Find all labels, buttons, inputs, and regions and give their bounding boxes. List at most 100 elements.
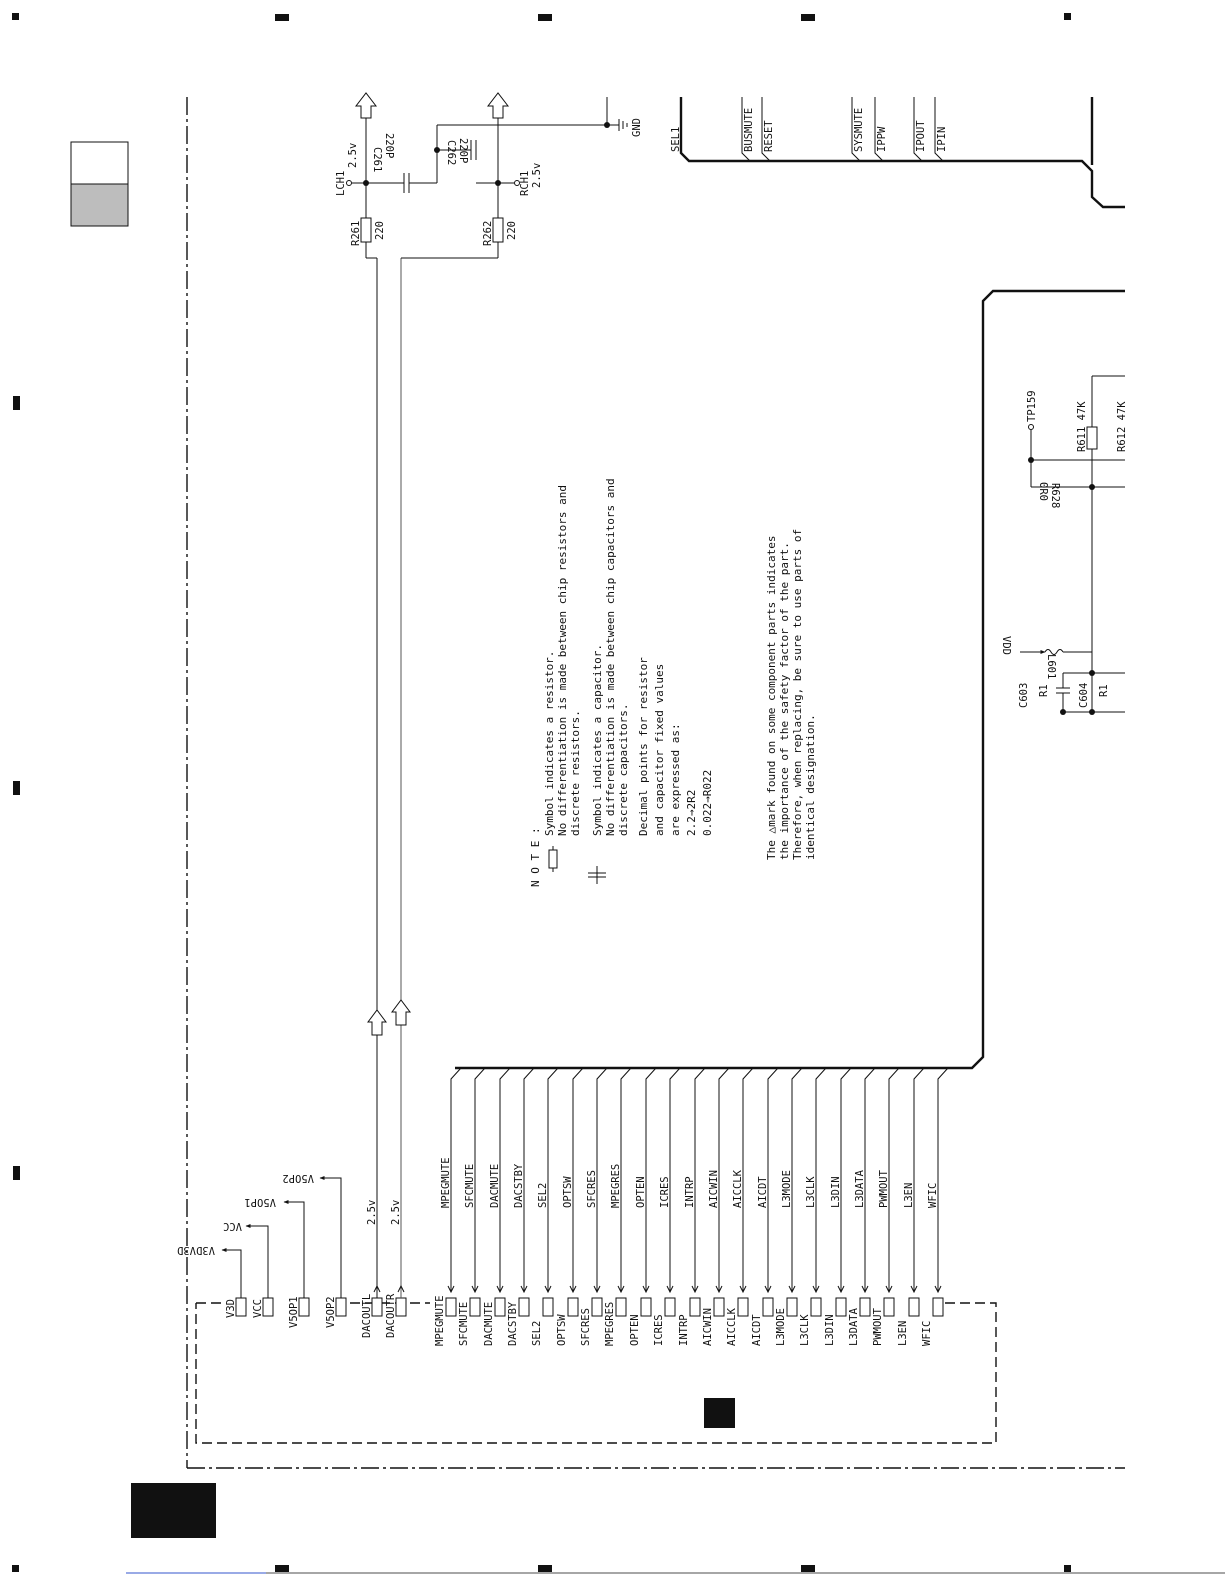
dac-connector bbox=[366, 257, 498, 1317]
signal-arrow-icon bbox=[642, 1285, 650, 1294]
signal-label-l3din: L3DIN bbox=[830, 1176, 842, 1208]
r262-label: R262 bbox=[482, 221, 494, 246]
signal-label-sfcres: SFCRES bbox=[586, 1170, 598, 1208]
notes-block: N O T E : Symbol indicates a resistor. N… bbox=[529, 478, 817, 887]
signal-arrow-icon bbox=[617, 1285, 625, 1294]
signal-label-mpegres: MPEGRES bbox=[610, 1164, 622, 1208]
power-pin-v3d: V3D bbox=[225, 1299, 237, 1318]
note-decimal-2: and capacitor fixed values bbox=[653, 664, 666, 836]
signal-label-dacmute: DACMUTE bbox=[489, 1164, 501, 1208]
board-block-marker bbox=[704, 1398, 735, 1428]
signal-pin-box bbox=[640, 1297, 652, 1317]
note-resistor-1: Symbol indicates a resistor. bbox=[543, 651, 556, 836]
dac-voltage-l: 2.5v bbox=[366, 1200, 378, 1225]
signal-pin-box bbox=[518, 1297, 530, 1317]
note-capacitor-3: discrete capacitors. bbox=[617, 704, 630, 836]
signal-pin-box bbox=[737, 1297, 749, 1317]
note-capacitor-2: No differentiation is made between chip … bbox=[604, 478, 617, 836]
signal-wire bbox=[620, 1067, 632, 1292]
power-label-v5op2: V5OP2 bbox=[282, 1172, 314, 1184]
signal-label-dacstby: DACSTBY bbox=[513, 1163, 525, 1208]
signal-pin-l3en: L3EN bbox=[897, 1321, 909, 1346]
signal-label-l3en: L3EN bbox=[903, 1183, 915, 1208]
signal-pin-pwmout: PWMOUT bbox=[872, 1307, 884, 1346]
registration-marks bbox=[12, 13, 1071, 1572]
signal-pin-l3data: L3DATA bbox=[848, 1307, 860, 1346]
signal-sel1: SEL1 bbox=[670, 127, 682, 152]
signal-reset: RESET bbox=[763, 120, 775, 152]
signal-ipin: IPIN bbox=[936, 127, 948, 152]
top-right-bus bbox=[679, 97, 1125, 209]
signal-wire bbox=[767, 1067, 779, 1292]
signal-ippw: IPPW bbox=[876, 126, 888, 152]
signal-pin-box bbox=[835, 1297, 847, 1317]
signal-arrow-icon bbox=[812, 1285, 820, 1294]
signal-pin-sfcmute: SFCMUTE bbox=[458, 1302, 470, 1346]
signal-pin-optsw: OPTSW bbox=[556, 1314, 568, 1346]
signal-wire bbox=[888, 1067, 900, 1292]
signal-pin-icres: ICRES bbox=[653, 1314, 665, 1346]
tp159-label: TP159 bbox=[1026, 390, 1038, 422]
signal-pin-box bbox=[567, 1297, 579, 1317]
signal-label-sel2: SEL2 bbox=[537, 1183, 549, 1208]
signal-pin-l3mode: L3MODE bbox=[775, 1308, 787, 1346]
signal-wire bbox=[596, 1067, 608, 1292]
note-safety-4: identical designation. bbox=[804, 714, 817, 860]
power-label-v3d: V3D bbox=[196, 1244, 215, 1256]
signal-arrow-icon bbox=[837, 1285, 845, 1294]
board-outline bbox=[195, 1302, 997, 1444]
signal-pin-intrp: INTRP bbox=[678, 1314, 690, 1346]
signal-pin-box bbox=[932, 1297, 944, 1317]
signal-pin-box bbox=[664, 1297, 676, 1317]
capacitor-symbol-icon bbox=[588, 866, 606, 884]
c603-label: C603 bbox=[1018, 683, 1030, 708]
note-decimal-1: Decimal points for resistor bbox=[637, 657, 650, 836]
signal-arrow-icon bbox=[691, 1285, 699, 1294]
signal-pin-aicclk: AICCLK bbox=[726, 1307, 738, 1346]
signal-pin-sfcres: SFCRES bbox=[580, 1308, 592, 1346]
signal-label-icres: ICRES bbox=[659, 1176, 671, 1208]
c262-value: 220P bbox=[457, 138, 469, 163]
signal-wire bbox=[815, 1067, 827, 1292]
signal-pin-mpegres: MPEGRES bbox=[604, 1302, 616, 1346]
signal-wire bbox=[913, 1067, 925, 1292]
signal-wire bbox=[450, 1067, 462, 1292]
signal-wire bbox=[474, 1067, 486, 1292]
signal-arrow-icon bbox=[544, 1285, 552, 1294]
signal-wire bbox=[937, 1067, 949, 1292]
signal-pin-box bbox=[689, 1297, 701, 1317]
c603-value: R1 bbox=[1038, 684, 1050, 697]
signal-pins bbox=[445, 1297, 944, 1317]
signal-pin-l3din: L3DIN bbox=[824, 1314, 836, 1346]
c604-label: C604 bbox=[1078, 683, 1090, 708]
signal-pin-dacstby: DACSTBY bbox=[507, 1301, 519, 1346]
signal-wire bbox=[523, 1067, 535, 1292]
signal-arrow-icon bbox=[666, 1285, 674, 1294]
signal-pin-box bbox=[713, 1297, 725, 1317]
page-tab-box bbox=[70, 141, 129, 227]
rch1-voltage: 2.5v bbox=[531, 163, 543, 188]
note-decimal-3: are expressed as: bbox=[669, 723, 682, 836]
signal-label-l3mode: L3MODE bbox=[781, 1170, 793, 1208]
power-label-v3d: V3D bbox=[177, 1244, 196, 1256]
power-connector bbox=[221, 1176, 347, 1317]
signal-arrow-icon bbox=[520, 1285, 528, 1294]
signal-arrow-icon bbox=[593, 1285, 601, 1294]
power-pin-v5op2: V5OP2 bbox=[325, 1296, 337, 1328]
signal-arrow-icon bbox=[764, 1285, 772, 1294]
r261-label: R261 bbox=[350, 221, 362, 246]
signal-pin-box bbox=[615, 1297, 627, 1317]
dac-pin-doutr: DACOUTR bbox=[385, 1293, 397, 1338]
signal-pin-box bbox=[469, 1297, 481, 1317]
power-pin-vcc: VCC bbox=[252, 1299, 264, 1318]
note-decimal-5: 0.022→R022 bbox=[701, 770, 714, 836]
signal-pin-aicwin: AICWIN bbox=[702, 1308, 714, 1346]
signal-pin-mpegmute: MPEGMUTE bbox=[434, 1295, 446, 1346]
power-label-v5op1: V5OP1 bbox=[244, 1196, 276, 1208]
c261-label: C261 bbox=[371, 147, 383, 172]
power-pin-v5op1: V5OP1 bbox=[288, 1296, 300, 1328]
gnd-label: GND bbox=[631, 118, 643, 137]
note-safety-1: The △mark found on some component parts … bbox=[765, 535, 778, 860]
dac-voltage-r: 2.5v bbox=[390, 1200, 402, 1225]
signal-pin-box bbox=[883, 1297, 895, 1317]
